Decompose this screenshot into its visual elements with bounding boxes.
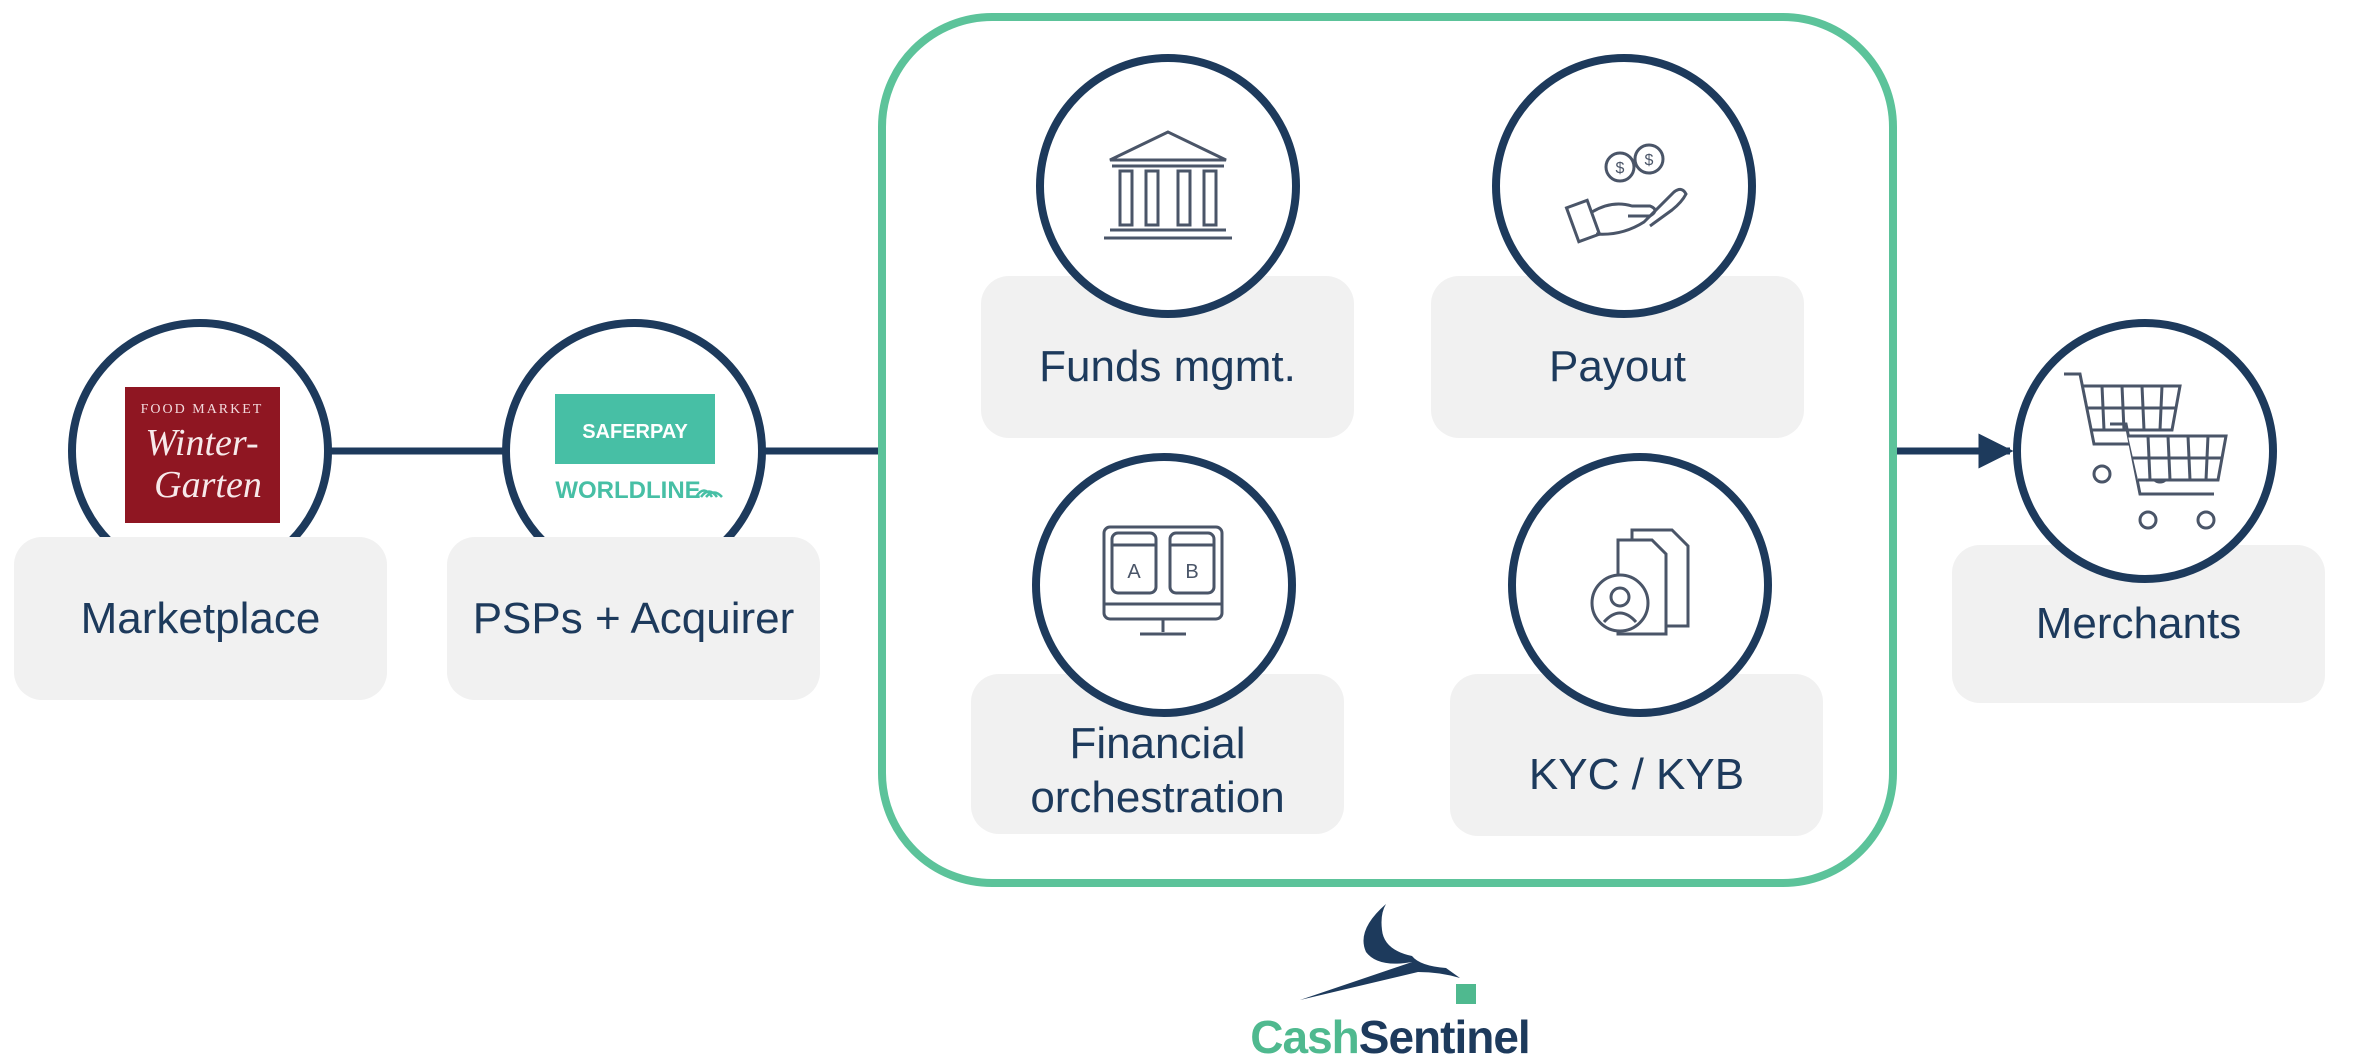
payout-label: Payout [1431, 296, 1804, 438]
merchants-label: Merchants [1952, 545, 2325, 703]
funds-node [1036, 54, 1300, 318]
documents-person-icon [1590, 528, 1690, 636]
marketplace-label: Marketplace [14, 537, 387, 700]
kyc-node [1508, 453, 1772, 717]
orchestration-label-text: Financial orchestration [1030, 719, 1285, 822]
svg-text:Winter-: Winter- [145, 422, 258, 464]
payout-node: $ $ [1492, 54, 1756, 318]
merchants-label-box [1952, 545, 2325, 703]
shopping-carts-icon [2064, 372, 2228, 530]
svg-text:SAFERPAY: SAFERPAY [582, 421, 688, 443]
payout-label-text: Payout [1549, 342, 1686, 392]
marketplace-label-text: Marketplace [80, 593, 321, 643]
kyc-label-text: KYC / KYB [1528, 750, 1745, 800]
wordmark-sentinel: Sentinel [1358, 1011, 1531, 1063]
cashsentinel-bird-logo [1300, 904, 1476, 1004]
saferpay-worldline-logo: SAFERPAY WORLDLINE [555, 394, 723, 504]
ab-test-monitor-icon: A B [1102, 525, 1224, 636]
orchestration-node: A B [1032, 453, 1296, 717]
funds-label: Funds mgmt. [981, 296, 1354, 438]
orchestration-label-box [971, 674, 1344, 834]
svg-text:$: $ [1616, 160, 1625, 177]
merchants-label-text: Merchants [2035, 599, 2242, 649]
bank-icon [1104, 130, 1232, 240]
svg-text:Garten: Garten [154, 464, 262, 506]
svg-text:WORLDLINE: WORLDLINE [555, 477, 700, 504]
cashsentinel-wordmark: CashSentinel [1250, 1010, 1530, 1064]
orchestration-label: Financial orchestration [971, 708, 1344, 834]
marketplace-node: FOOD MARKET Winter- Garten [68, 319, 332, 583]
hand-coins-icon: $ $ [1564, 143, 1688, 244]
cashsentinel-container [878, 13, 1897, 887]
svg-text:A: A [1127, 561, 1141, 583]
psps-label-text: PSPs + Acquirer [472, 593, 795, 643]
merchants-node [2013, 319, 2277, 583]
kyc-label-box [1450, 674, 1823, 836]
funds-label-text: Funds mgmt. [1039, 342, 1296, 392]
svg-text:$: $ [1645, 152, 1654, 169]
kyc-label: KYC / KYB [1450, 714, 1823, 836]
svg-text:FOOD MARKET: FOOD MARKET [141, 402, 264, 417]
svg-text:B: B [1185, 561, 1198, 583]
psps-label: PSPs + Acquirer [447, 537, 820, 700]
payout-label-box [1431, 276, 1804, 438]
wintergarten-logo: FOOD MARKET Winter- Garten [125, 387, 280, 523]
wordmark-cash: Cash [1250, 1011, 1359, 1063]
funds-label-box [981, 276, 1354, 438]
